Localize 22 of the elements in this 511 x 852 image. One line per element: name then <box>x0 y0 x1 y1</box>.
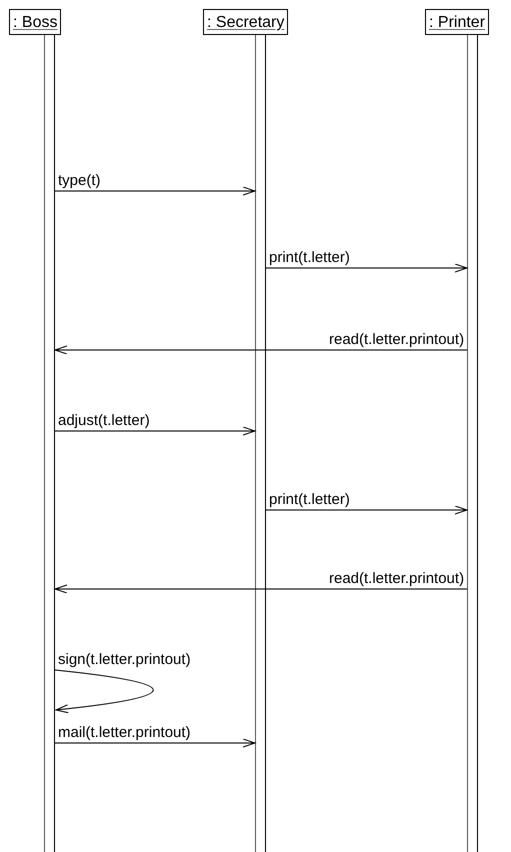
message-label: mail(t.letter.printout) <box>57 724 192 741</box>
object-box: : Boss <box>9 9 62 35</box>
message-label: read(t.letter.printout) <box>328 570 466 587</box>
activation-bar <box>255 35 266 852</box>
self-message-arrow <box>54 670 154 714</box>
message-arrow <box>54 346 468 354</box>
object-box: : Secretary <box>203 9 288 35</box>
message-arrow <box>54 738 256 748</box>
message-label: type(t) <box>57 172 102 189</box>
message-arrow <box>266 264 468 272</box>
message-label: read(t.letter.printout) <box>328 331 466 348</box>
activation-bar <box>467 35 478 852</box>
message-label: print(t.letter) <box>268 249 351 266</box>
message-arrow <box>54 186 256 196</box>
activation-bar <box>44 35 55 852</box>
object-box: : Printer <box>425 9 490 35</box>
message-arrow <box>54 426 256 436</box>
message-label: adjust(t.letter) <box>57 412 151 429</box>
message-arrow <box>54 584 468 594</box>
message-label: sign(t.letter.printout) <box>57 651 192 668</box>
message-arrow <box>266 506 468 514</box>
message-label: print(t.letter) <box>268 491 351 508</box>
